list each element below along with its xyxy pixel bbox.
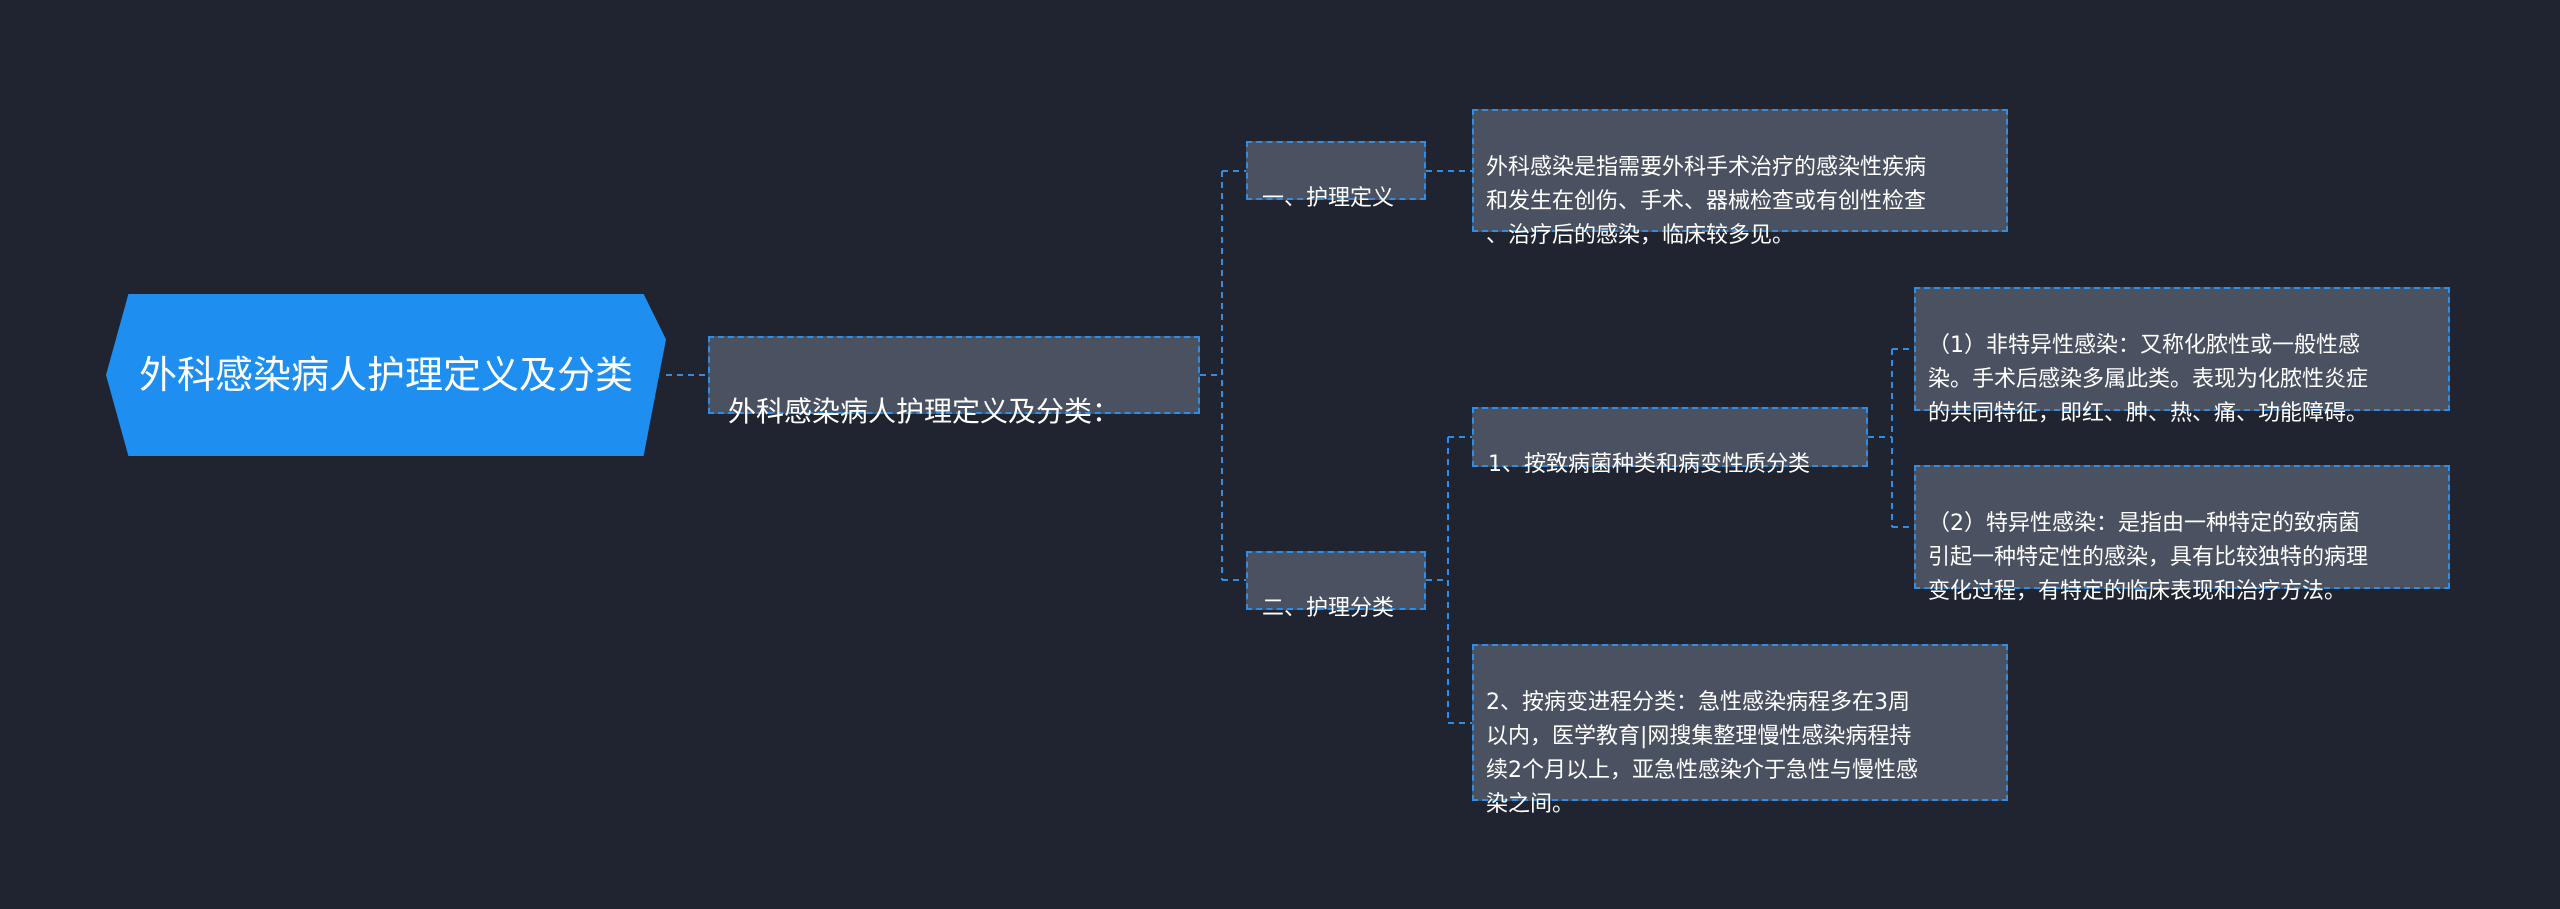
specific-infection-node[interactable]: （2）特异性感染：是指由一种特定的致病菌 引起一种特定性的感染，具有比较独特的病… [1914, 465, 2450, 604]
classification-type1-label: 1、按致病菌种类和病变性质分类 [1488, 452, 1810, 477]
section-classification-label: 二、护理分类 [1262, 596, 1395, 621]
nonspecific-infection-text: （1）非特异性感染：又称化脓性或一般性感 染。手术后感染多属此类。表现为化脓性炎… [1928, 333, 2369, 426]
root-node[interactable]: 外科感染病人护理定义及分类 [106, 294, 666, 456]
connector-subtitle-sections [1200, 170, 1246, 581]
section-definition-label: 一、护理定义 [1262, 186, 1395, 211]
specific-infection-text: （2）特异性感染：是指由一种特定的致病菌 引起一种特定性的感染，具有比较独特的病… [1928, 511, 2369, 604]
classification-type2-node[interactable]: 2、按病变进程分类：急性感染病程多在3周 以内，医学教育|网搜集整理慢性感染病程… [1472, 644, 2008, 817]
section-definition-node[interactable]: 一、护理定义 [1246, 141, 1426, 211]
connector-type1-items [1868, 348, 1914, 528]
definition-content-node[interactable]: 外科感染是指需要外科手术治疗的感染性疾病 和发生在创伤、手术、器械检查或有创性检… [1472, 109, 2008, 248]
root-title: 外科感染病人护理定义及分类 [138, 353, 633, 397]
section-classification-node[interactable]: 二、护理分类 [1246, 551, 1426, 621]
connector-classification-children [1426, 436, 1472, 724]
nonspecific-infection-node[interactable]: （1）非特异性感染：又称化脓性或一般性感 染。手术后感染多属此类。表现为化脓性炎… [1914, 287, 2450, 426]
classification-type2-text: 2、按病变进程分类：急性感染病程多在3周 以内，医学教育|网搜集整理慢性感染病程… [1486, 690, 1918, 817]
subtitle-node[interactable]: 外科感染病人护理定义及分类： [708, 336, 1200, 428]
definition-content-text: 外科感染是指需要外科手术治疗的感染性疾病 和发生在创伤、手术、器械检查或有创性检… [1486, 155, 1927, 248]
subtitle-text: 外科感染病人护理定义及分类： [728, 395, 1121, 428]
classification-type1-node[interactable]: 1、按致病菌种类和病变性质分类 [1472, 407, 1868, 477]
